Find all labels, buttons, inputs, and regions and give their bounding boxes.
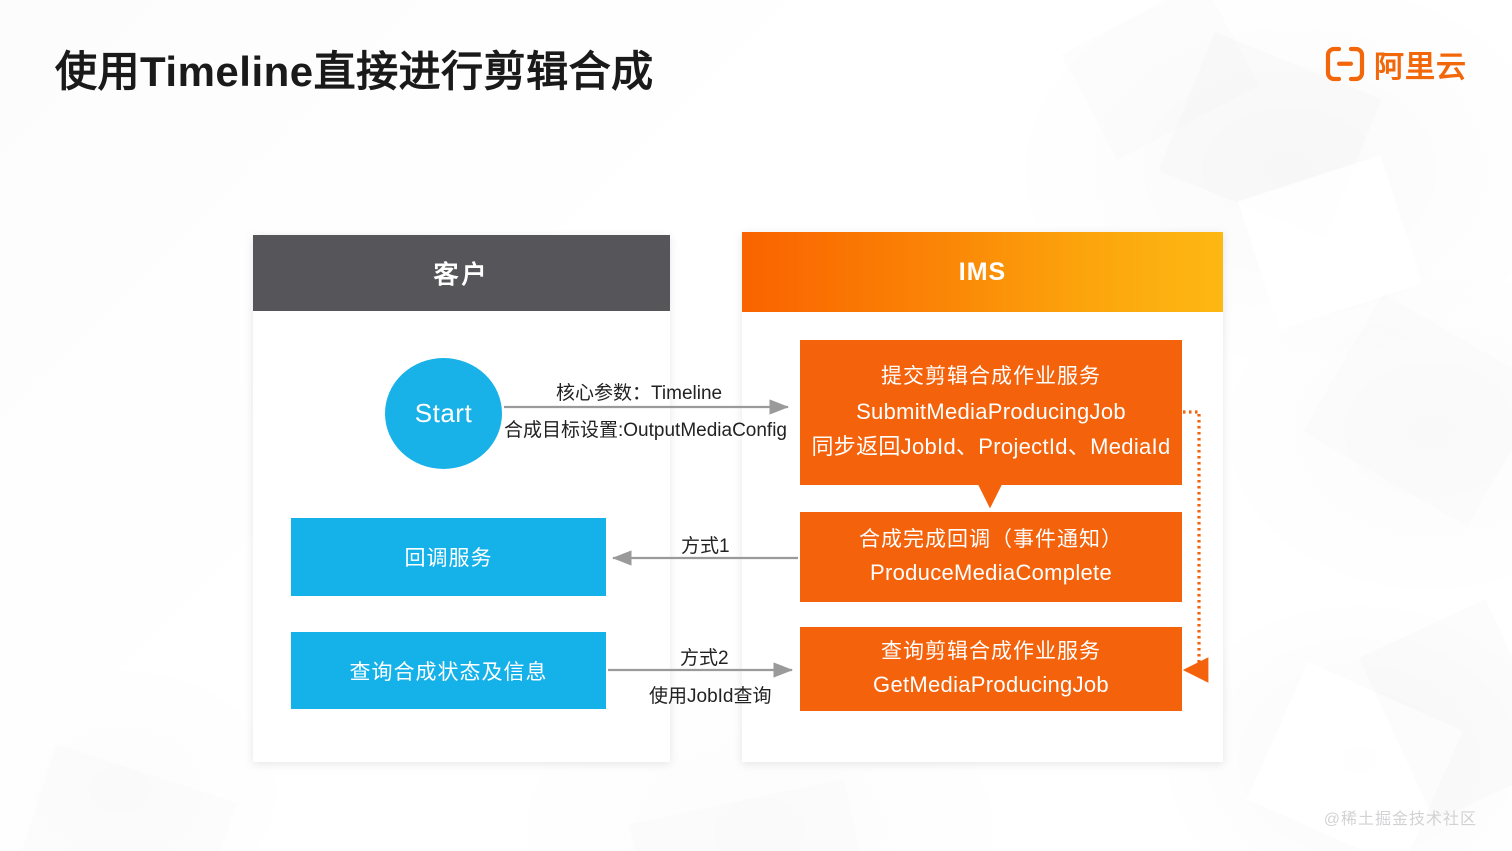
panel-ims-header: IMS (742, 232, 1223, 312)
connector-label-use-jobid: 使用JobId查询 (649, 686, 772, 707)
node-get-job-line2: GetMediaProducingJob (873, 672, 1109, 698)
watermark: @稀土掘金技术社区 (1323, 811, 1477, 828)
panel-customer-header: 客户 (253, 235, 670, 311)
connector-label-output-media-config: 合成目标设置:OutputMediaConfig (504, 420, 787, 441)
alibaba-cloud-logo-icon (1325, 44, 1365, 84)
page-title: 使用Timeline直接进行剪辑合成 (55, 48, 654, 95)
node-query-status-label: 查询合成状态及信息 (349, 660, 548, 684)
brand-name: 阿里云 (1374, 50, 1467, 85)
node-submit-job-line1: 提交剪辑合成作业服务 (881, 365, 1101, 389)
node-callback-service-label: 回调服务 (404, 547, 493, 570)
node-get-job-line1: 查询剪辑合成作业服务 (881, 639, 1101, 663)
connector-label-timeline: 核心参数：Timeline (556, 383, 723, 404)
node-submit-job[interactable]: 提交剪辑合成作业服务 SubmitMediaProducingJob 同步返回J… (800, 340, 1182, 485)
node-start-label: Start (414, 398, 473, 428)
connector-label-way1: 方式1 (681, 536, 730, 557)
node-submit-job-line2: SubmitMediaProducingJob (856, 398, 1126, 424)
connector-label-way2: 方式2 (680, 648, 729, 669)
node-submit-job-line3: 同步返回JobId、ProjectId、MediaId (811, 433, 1171, 459)
node-callback-service[interactable]: 回调服务 (291, 518, 606, 596)
node-complete-callback-line1: 合成完成回调（事件通知） (859, 527, 1123, 551)
node-start[interactable]: Start (385, 358, 502, 469)
node-complete-callback[interactable]: 合成完成回调（事件通知） ProduceMediaComplete (800, 512, 1182, 602)
node-query-status[interactable]: 查询合成状态及信息 (291, 632, 606, 709)
node-complete-callback-line2: ProduceMediaComplete (869, 560, 1113, 586)
node-get-job[interactable]: 查询剪辑合成作业服务 GetMediaProducingJob (800, 627, 1182, 711)
brand-logo: 阿里云 (1325, 42, 1467, 86)
